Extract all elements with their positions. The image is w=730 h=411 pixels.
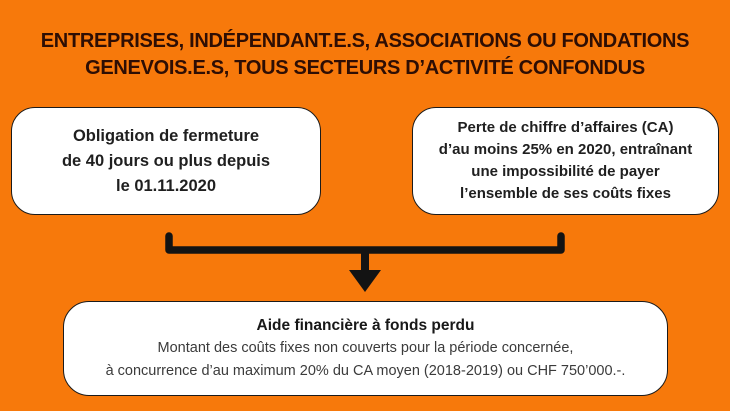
condition-box-revenue-loss-line: une impossibilité de payer	[471, 163, 660, 180]
condition-box-revenue-loss: Perte de chiffre d’affaires (CA) d’au mo…	[412, 107, 719, 215]
condition-box-closure-line: le 01.11.2020	[115, 176, 216, 195]
condition-box-revenue-loss-line: d’au moins 25% en 2020, entraînant	[438, 141, 693, 158]
result-box-title: Aide financière à fonds perdu	[256, 317, 475, 334]
condition-box-revenue-loss-line: l’ensemble de ses coûts fixes	[460, 185, 671, 202]
condition-box-revenue-loss-line: Perte de chiffre d’affaires (CA)	[457, 119, 674, 136]
condition-box-closure-line: Obligation de fermeture	[72, 126, 260, 145]
result-box-financial-aid: Aide financière à fonds perdu Montant de…	[63, 301, 668, 396]
condition-box-closure-line: de 40 jours ou plus depuis	[61, 151, 271, 170]
page-title-line-2: GENEVOIS.E.S, TOUS SECTEURS D’ACTIVITÉ C…	[85, 57, 645, 79]
result-box-line: à concurrence d’au maximum 20% du CA moy…	[105, 363, 626, 379]
condition-box-closure: Obligation de fermeture de 40 jours ou p…	[11, 107, 321, 215]
page-title: ENTREPRISES, INDÉPENDANT.E.S, ASSOCIATIO…	[0, 28, 730, 82]
result-box-line: Montant des coûts fixes non couverts pou…	[157, 340, 574, 356]
page-title-line-1: ENTREPRISES, INDÉPENDANT.E.S, ASSOCIATIO…	[40, 30, 690, 52]
